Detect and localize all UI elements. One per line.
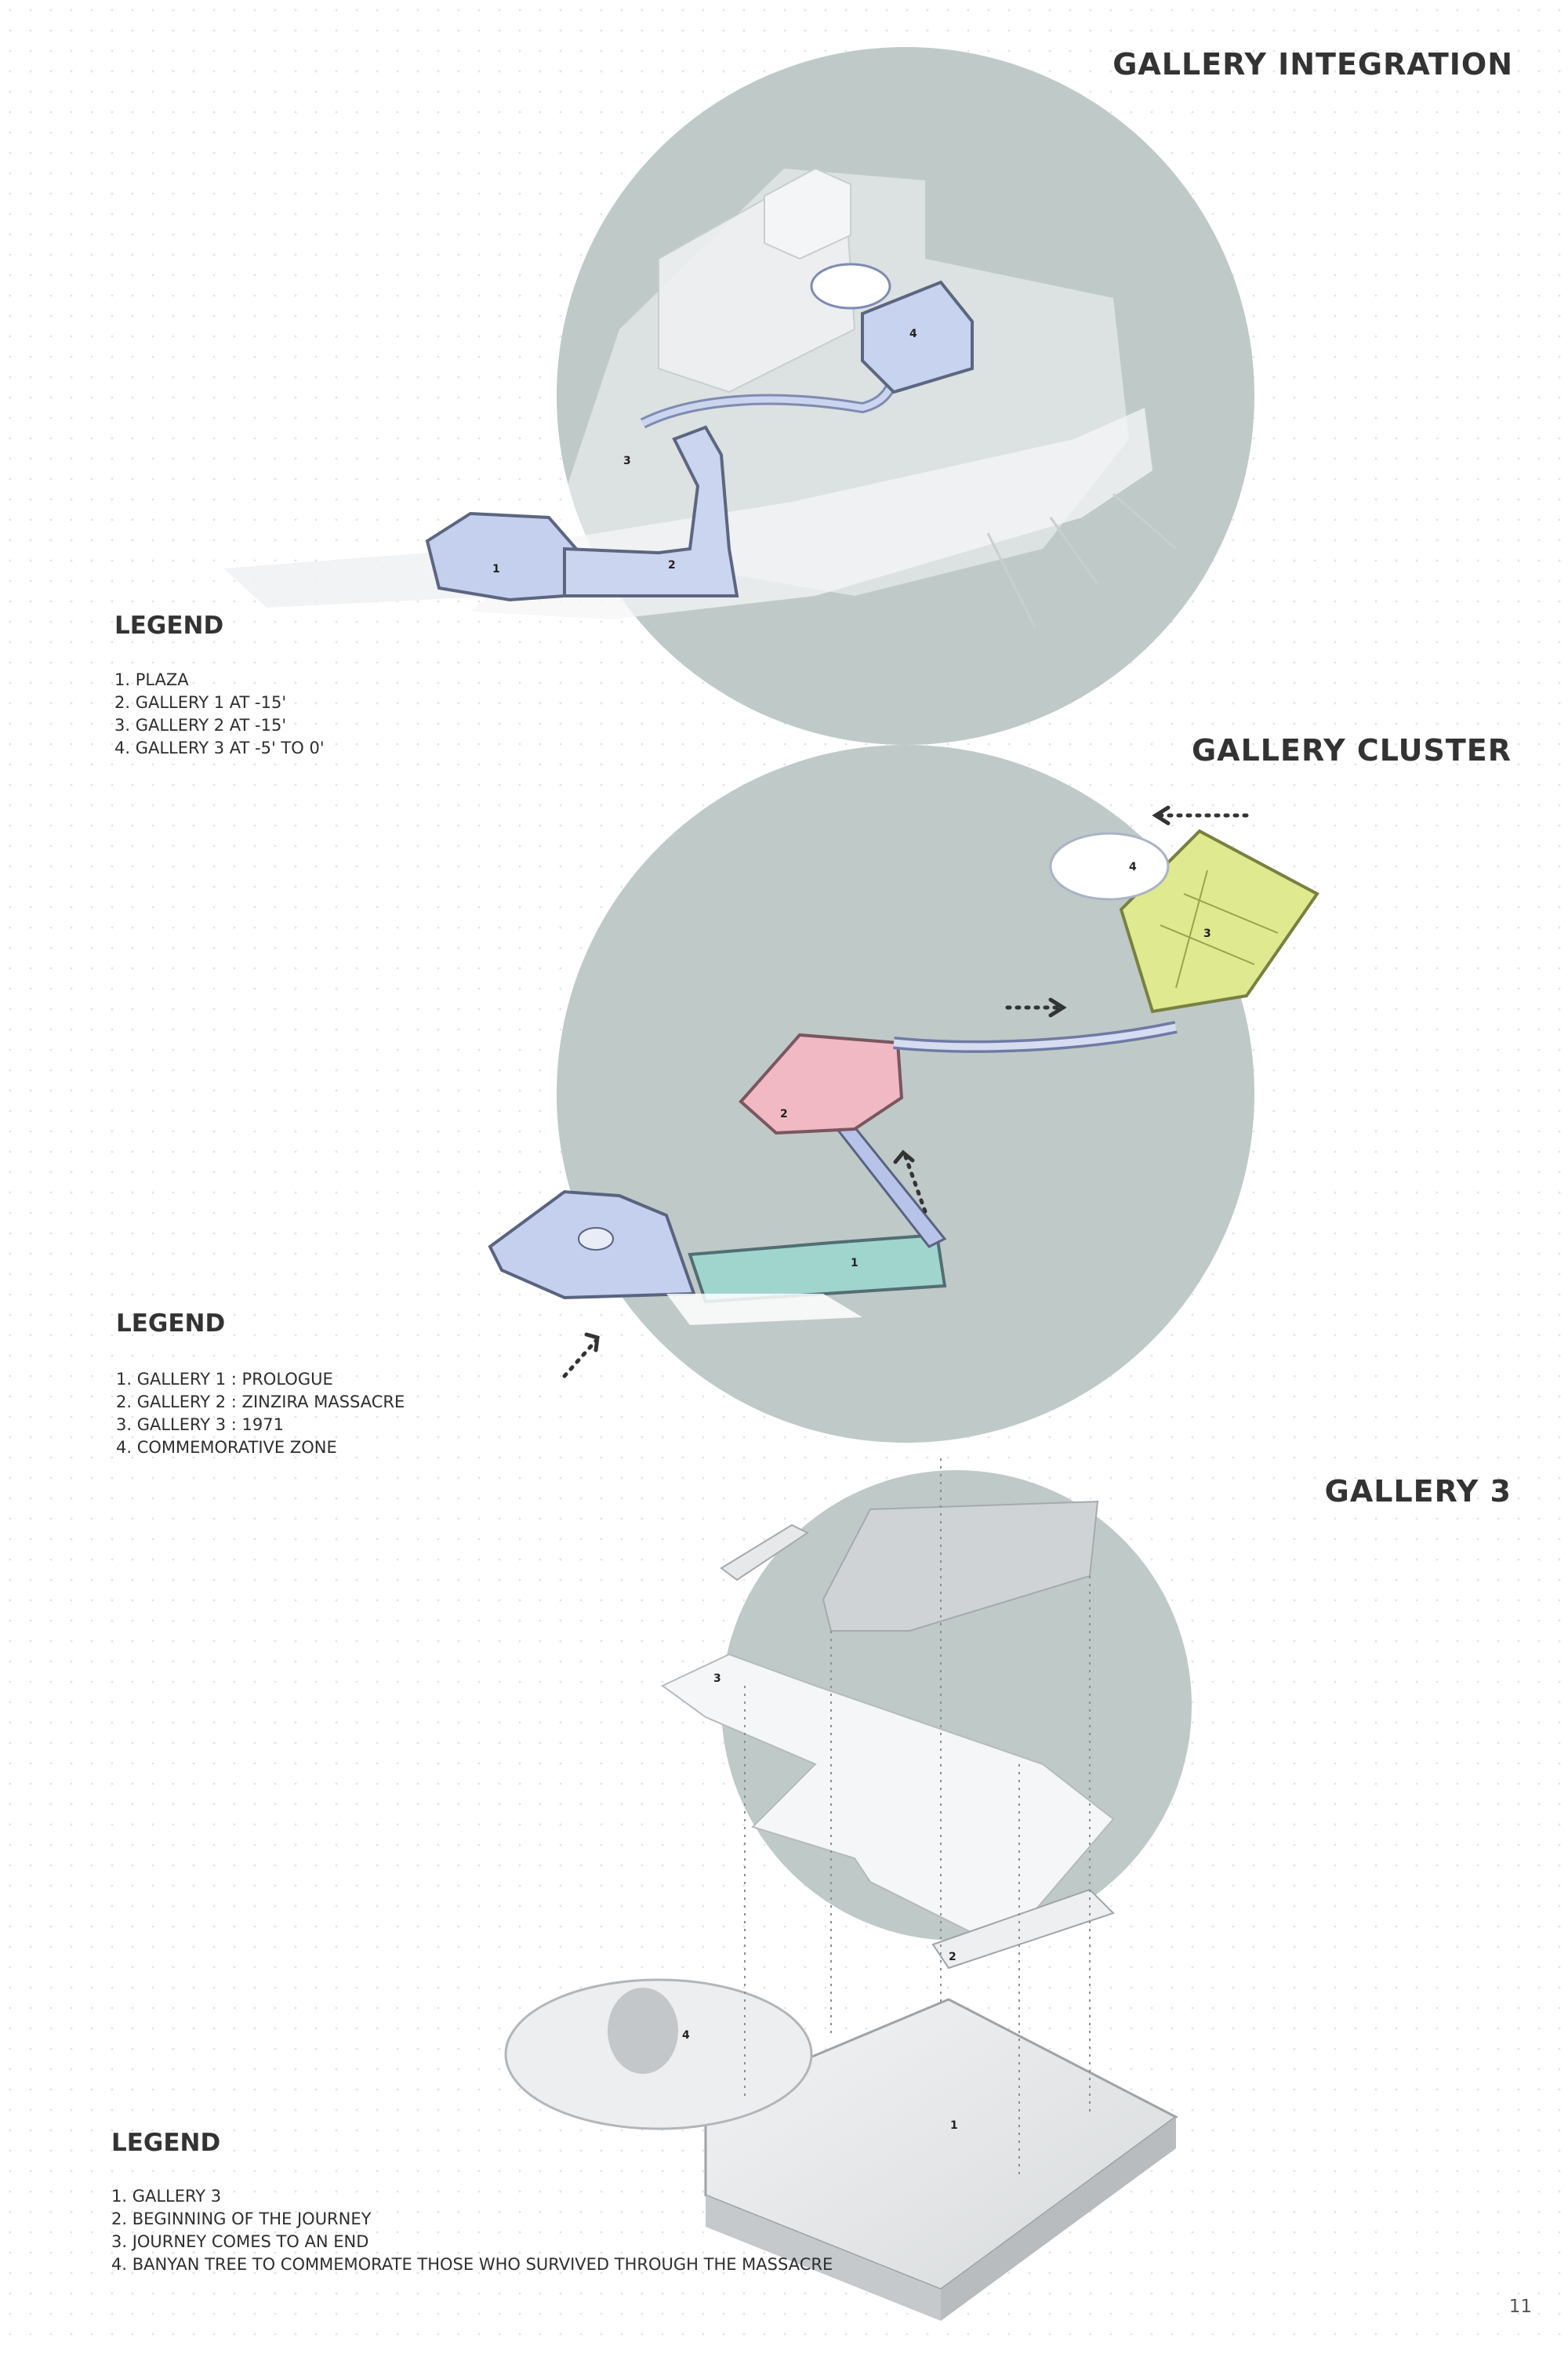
cluster-marker-1: 1 xyxy=(851,1257,858,1269)
gallery3-diagram: 3 2 4 1 xyxy=(504,1458,1192,2321)
gallery3-marker-2: 2 xyxy=(949,1951,956,1963)
legend-item: 3. GALLERY 2 AT -15' xyxy=(114,716,287,735)
legend-item: 2. GALLERY 2 : ZINZIRA MASSACRE xyxy=(116,1393,405,1411)
legend-item: 4. GALLERY 3 AT -5' TO 0' xyxy=(114,739,325,757)
title-gallery-3: GALLERY 3 xyxy=(1324,1474,1512,1509)
exploded-end-ramp xyxy=(931,1888,1115,1970)
gallery3-marker-4: 4 xyxy=(682,2029,690,2042)
commemorative-disc xyxy=(810,263,891,310)
gallery3-marker-3: 3 xyxy=(713,1672,721,1685)
legend-item: 1. GALLERY 3 xyxy=(111,2187,222,2206)
plaza-feature xyxy=(578,1227,614,1251)
cluster-marker-4: 4 xyxy=(1129,861,1137,873)
marker-gallery-1: 2 xyxy=(668,559,676,572)
gallery-3-partition xyxy=(1175,870,1208,989)
banyan-tree xyxy=(608,1988,678,2074)
cluster-commemorative-disc xyxy=(1049,832,1170,901)
legend-item: 2. BEGINNING OF THE JOURNEY xyxy=(111,2210,372,2228)
pier-line xyxy=(1049,517,1099,585)
gallery-three-block xyxy=(861,280,974,394)
cluster-gallery-2 xyxy=(739,1033,904,1135)
cluster-marker-3: 3 xyxy=(1203,928,1211,940)
legend-item: 3. GALLERY 3 : 1971 xyxy=(116,1415,284,1434)
cluster-gallery-3 xyxy=(1119,829,1319,1014)
gallery3-base-front xyxy=(941,2117,1176,2321)
gallery-plaza-outline xyxy=(425,511,579,602)
cluster-deck xyxy=(666,1294,862,1325)
gallery3-base-side xyxy=(706,2195,941,2321)
legend-title-gallery3: LEGEND xyxy=(111,2129,221,2157)
title-gallery-cluster: GALLERY CLUSTER xyxy=(1191,733,1512,768)
circulation-arrow xyxy=(562,813,1249,1378)
exploded-l-wall xyxy=(720,1523,809,1581)
legend-item: 1. GALLERY 1 : PROLOGUE xyxy=(116,1370,333,1389)
building-tower xyxy=(764,167,851,260)
integration-diagram: 1 2 3 4 xyxy=(223,47,1254,745)
arrow-heads xyxy=(584,805,1171,1353)
legend-list-cluster: 1. GALLERY 1 : PROLOGUE 2. GALLERY 2 : Z… xyxy=(116,1368,405,1459)
legend-list-gallery3: 1. GALLERY 3 2. BEGINNING OF THE JOURNEY… xyxy=(111,2185,833,2276)
cluster-diagram: 1 2 3 4 xyxy=(488,745,1319,1443)
gallery-path-outline xyxy=(563,425,739,597)
legend-item: 2. GALLERY 1 AT -15' xyxy=(114,693,287,712)
legend-item: 1. PLAZA xyxy=(114,670,189,689)
legend-item: 3. JOURNEY COMES TO AN END xyxy=(111,2232,369,2251)
alignment-lines xyxy=(744,1458,1091,2180)
ramp-corridor xyxy=(641,387,893,427)
gallery3-marker-1: 1 xyxy=(950,2119,958,2132)
title-gallery-integration: GALLERY INTEGRATION xyxy=(1112,47,1513,82)
pier-line xyxy=(986,532,1036,628)
legend-list-integration: 1. PLAZA 2. GALLERY 1 AT -15' 3. GALLERY… xyxy=(114,669,325,760)
legend-item: 4. COMMEMORATIVE ZONE xyxy=(116,1438,337,1457)
page-number: 11 xyxy=(1508,2297,1532,2317)
cluster-long-ramp xyxy=(893,1023,1177,1051)
pier-line xyxy=(1112,492,1177,550)
gallery-3-partition xyxy=(1160,924,1255,965)
cluster-marker-2: 2 xyxy=(780,1108,788,1120)
legend-title-integration: LEGEND xyxy=(114,612,224,640)
marker-plaza: 1 xyxy=(492,563,500,576)
marker-gallery-3: 4 xyxy=(909,328,917,340)
legend-item: 4. BANYAN TREE TO COMMEMORATE THOSE WHO … xyxy=(111,2255,833,2274)
legend-title-cluster: LEGEND xyxy=(116,1309,226,1338)
marker-gallery-2: 3 xyxy=(623,455,631,467)
